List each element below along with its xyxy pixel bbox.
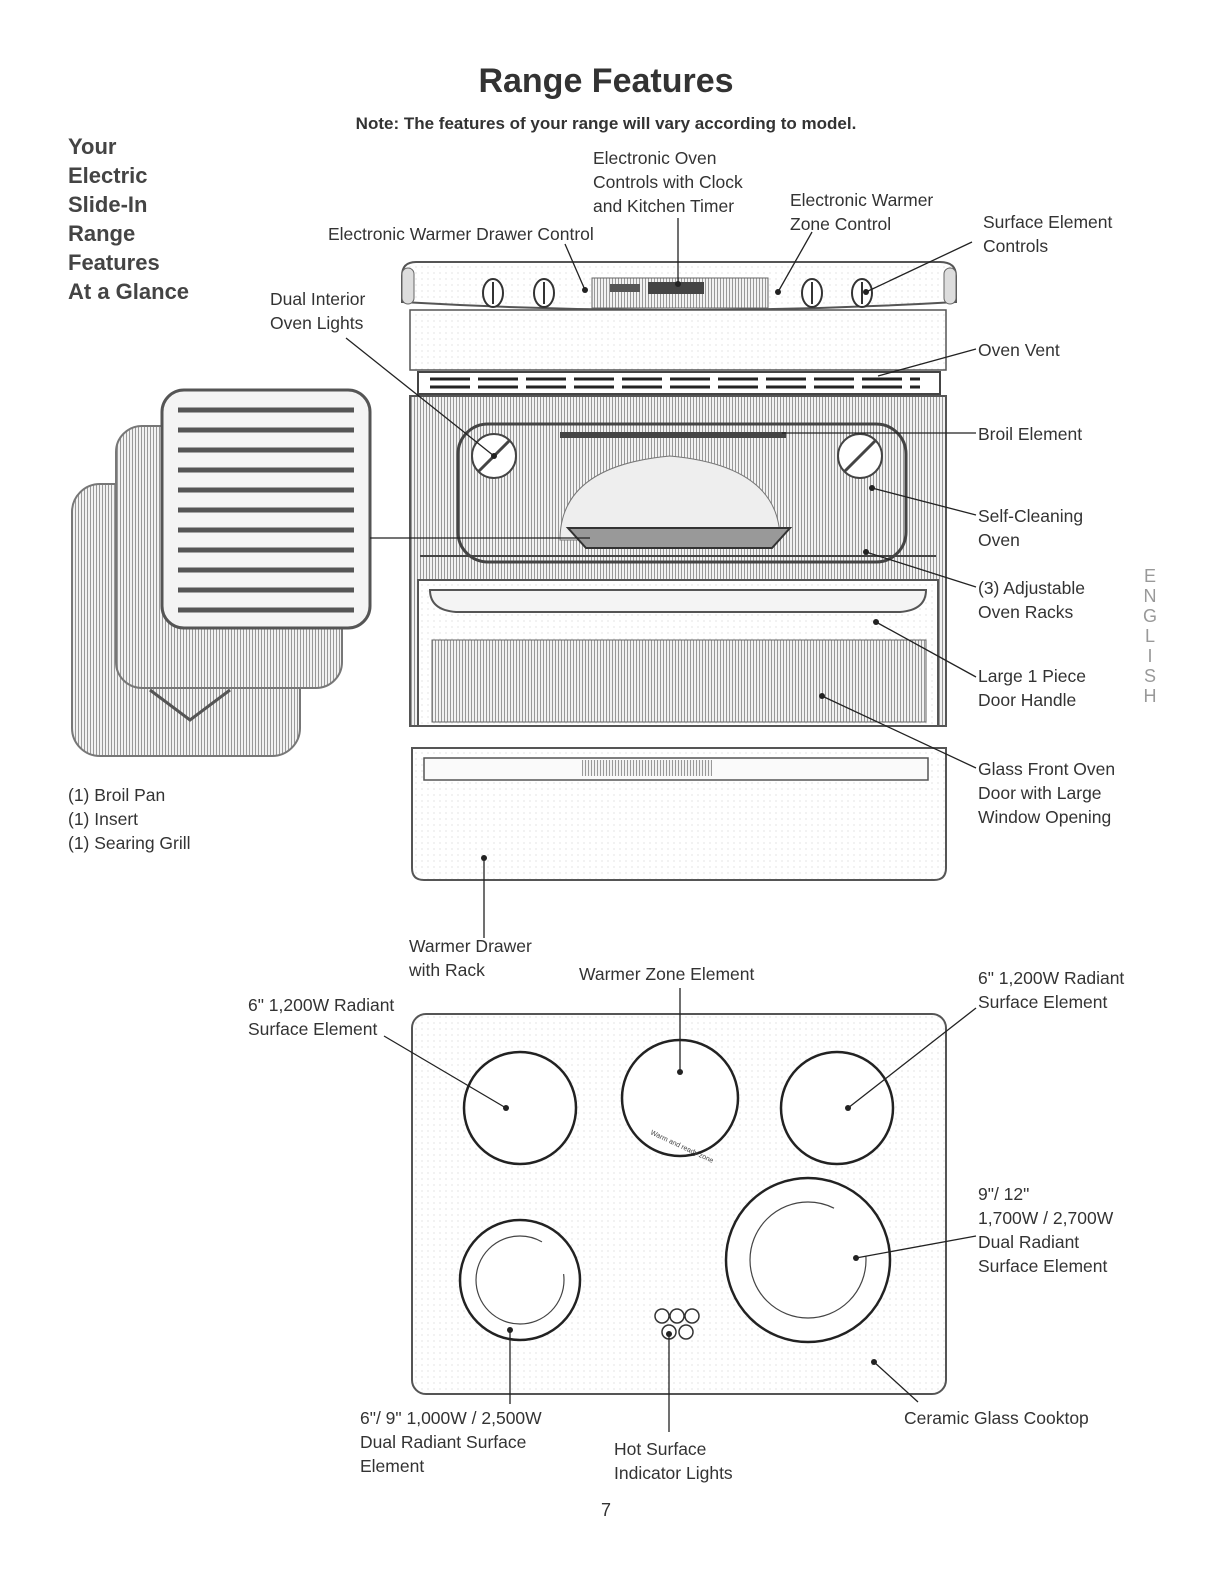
leader-dots (481, 281, 879, 1365)
oven-controls-label: Electronic Oven Controls with Clock and … (593, 148, 743, 216)
side-heading-line: Slide-In (68, 192, 148, 217)
language-tab-letter: N (1143, 586, 1157, 606)
broil-pan-illustration (71, 388, 372, 757)
accessory-item: (1) Searing Grill (68, 833, 191, 853)
language-tab-letter: G (1142, 606, 1157, 626)
cooktop-label: Ceramic Glass Cooktop (904, 1408, 1089, 1428)
side-heading-line: Features (68, 250, 160, 275)
interior-lights-label: Dual Interior Oven Lights (270, 289, 366, 333)
language-tab-letter: E (1143, 566, 1156, 586)
warmer-drawer-control-label: Electronic Warmer Drawer Control (328, 224, 594, 244)
racks-label: (3) Adjustable Oven Racks (978, 578, 1086, 622)
leader-lines (345, 218, 977, 1432)
language-tab-letter: S (1143, 666, 1156, 686)
page-number: 7 (600, 1500, 611, 1520)
page-title: Range Features (478, 62, 734, 100)
broil-element-label: Broil Element (978, 424, 1083, 444)
accessories-list: (1) Broil Pan (1) Insert (1) Searing Gri… (68, 783, 191, 855)
warmer-drawer-label: Warmer Drawer with Rack (409, 936, 532, 980)
side-heading-line: Your (68, 134, 117, 159)
language-tab-letter: L (1144, 626, 1155, 646)
glass-door-label: Glass Front Oven Door with Large Window … (978, 759, 1116, 827)
right-rear-element-label: 6" 1,200W Radiant Surface Element (978, 968, 1125, 1012)
door-handle-label: Large 1 Piece Door Handle (978, 666, 1086, 710)
warmer-zone-control-label: Electronic Warmer Zone Control (790, 190, 934, 234)
language-tab-letter: I (1147, 646, 1153, 666)
model-note: Note: The features of your range will va… (355, 114, 857, 133)
surface-controls-label: Surface Element Controls (983, 212, 1113, 256)
indicator-lights-label: Hot Surface Indicator Lights (614, 1439, 733, 1483)
self-cleaning-label: Self-Cleaning Oven (978, 506, 1084, 550)
accessory-item: (1) Broil Pan (68, 785, 166, 805)
side-heading: Your Electric Slide-In Range Features At… (68, 132, 238, 306)
cooktop-illustration: Warm and ready zone (411, 1013, 947, 1395)
side-heading-line: Range (68, 221, 136, 246)
range-body (401, 261, 957, 881)
right-front-element-label: 9"/ 12" 1,700W / 2,700W Dual Radiant Sur… (978, 1184, 1114, 1276)
oven-vent-label: Oven Vent (978, 340, 1060, 360)
side-heading-line: Electric (68, 163, 148, 188)
left-front-element-label: 6"/ 9" 1,000W / 2,500W Dual Radiant Surf… (360, 1408, 542, 1476)
accessory-item: (1) Insert (68, 809, 139, 829)
warmer-zone-element-label: Warmer Zone Element (579, 964, 755, 984)
language-tab-letter: H (1143, 686, 1157, 706)
side-heading-line: At a Glance (68, 279, 190, 304)
left-rear-element-label: 6" 1,200W Radiant Surface Element (248, 995, 395, 1039)
